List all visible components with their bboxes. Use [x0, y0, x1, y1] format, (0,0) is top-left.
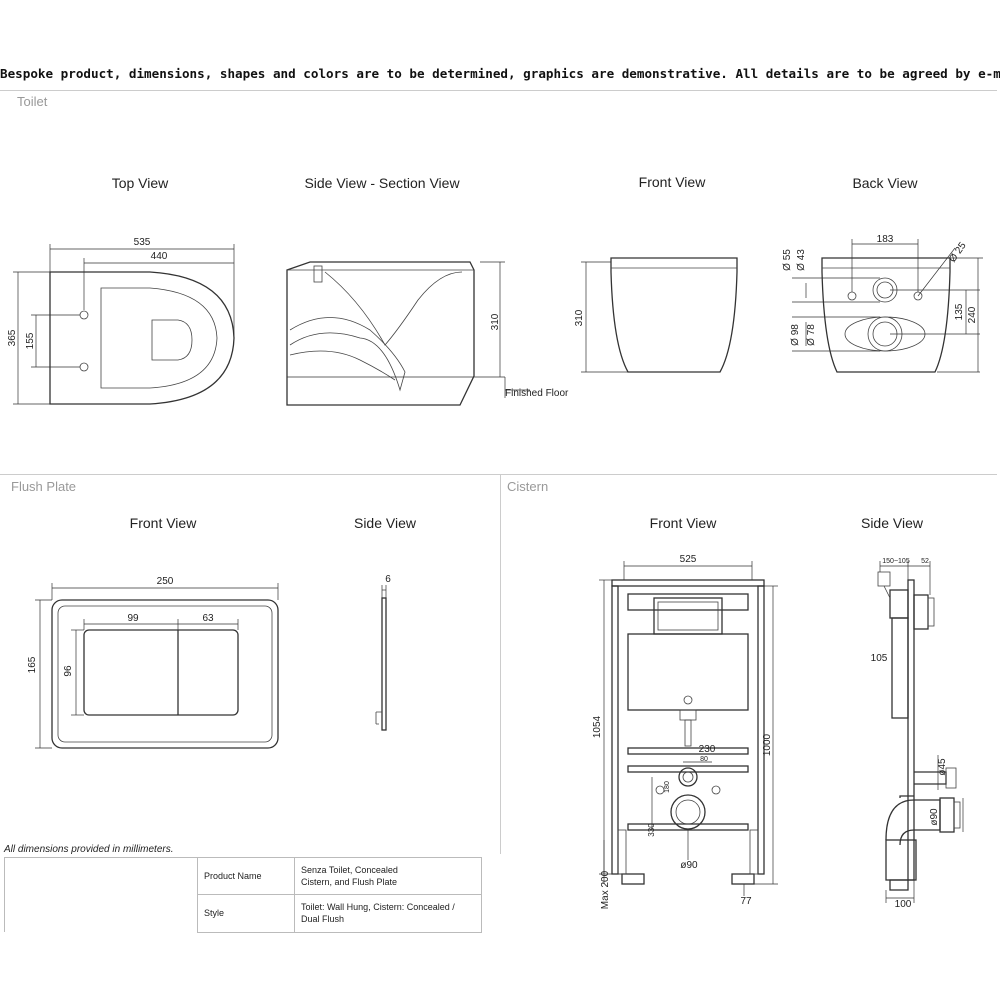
flush-plate-side-drawing [375, 585, 387, 731]
dim-back-d55: Ø 55 [782, 249, 793, 271]
dim-cistern-side-d90: ø90 [929, 808, 940, 826]
section-title-cistern: Cistern [507, 479, 549, 494]
section-title-toilet: Toilet [17, 94, 48, 109]
dim-back-240: 240 [967, 306, 978, 323]
divider-middle [0, 474, 997, 475]
dimensions-note: All dimensions provided in millimeters. [4, 844, 174, 855]
dim-cistern-1000: 1000 [762, 733, 773, 756]
dim-top-155: 155 [25, 332, 36, 349]
dim-cistern-230: 230 [699, 744, 716, 755]
dim-top-440: 440 [151, 251, 168, 262]
dim-flush-side-6: 6 [385, 574, 391, 585]
toilet-side-view-drawing [286, 261, 530, 406]
toilet-top-view-drawing [13, 244, 235, 405]
side-view-outline [286, 261, 475, 406]
spec-value-style-line2: Dual Flush [301, 914, 345, 925]
dim-back-183: 183 [877, 234, 894, 245]
top-view-seat-outline [100, 287, 218, 389]
dim-flush-250: 250 [157, 576, 174, 587]
dim-cistern-77: 77 [740, 896, 752, 907]
notice-text: Bespoke product, dimensions, shapes and … [0, 66, 1000, 81]
view-title-cistern-side: Side View [860, 515, 923, 531]
dim-cistern-side-d45: ø45 [937, 758, 948, 776]
dim-back-d43: Ø 43 [796, 249, 807, 271]
dim-top-535: 535 [134, 237, 151, 248]
dim-flush-63: 63 [202, 613, 214, 624]
top-view-bowl-outline [49, 271, 235, 405]
dim-cistern-180: 180 [664, 781, 671, 793]
dim-front-310: 310 [574, 309, 585, 326]
dim-cistern-330: 330 [647, 823, 656, 837]
dim-cistern-side-100: 100 [895, 899, 912, 910]
top-view-hole-lower [79, 362, 89, 372]
top-view-bowl-opening [151, 319, 193, 361]
divider-top [0, 90, 997, 91]
cistern-side-drawing [877, 561, 964, 903]
dim-back-d25: Ø 25 [947, 240, 969, 264]
view-title-flush-side: Side View [353, 515, 416, 531]
dim-flush-99: 99 [127, 613, 139, 624]
view-title-front: Front View [638, 174, 706, 190]
view-title-back: Back View [852, 175, 918, 191]
dim-back-d98: Ø 98 [790, 324, 801, 346]
dim-cistern-1054: 1054 [592, 715, 603, 738]
view-title-side: Side View - Section View [304, 175, 460, 191]
back-view-outline [821, 257, 951, 373]
spec-table-blank-cell [4, 857, 198, 933]
view-title-flush-front: Front View [129, 515, 197, 531]
spec-value-product-name-line1: Senza Toilet, Concealed [301, 865, 398, 875]
toilet-front-view-drawing [581, 257, 738, 373]
spec-row-style: Style Toilet: Wall Hung, Cistern: Concea… [5, 894, 482, 933]
spec-value-product-name-line2: Cistern, and Flush Plate [301, 877, 398, 888]
side-view-bowl-inner [324, 271, 463, 346]
dim-flush-96: 96 [63, 665, 74, 677]
cistern-front-drawing [599, 561, 778, 896]
dim-top-365: 365 [7, 329, 18, 346]
divider-vertical [500, 474, 501, 854]
dim-cistern-side-105: 105 [871, 653, 888, 664]
section-title-flush-plate: Flush Plate [11, 479, 77, 494]
spec-label-style: Style [197, 894, 295, 933]
finished-floor-label: Finished Floor [505, 388, 569, 399]
dim-cistern-525: 525 [680, 554, 697, 565]
spec-value-style: Toilet: Wall Hung, Cistern: Concealed /D… [294, 894, 482, 933]
dim-cistern-side-52: 52 [921, 558, 929, 565]
spec-label-product-name: Product Name [197, 856, 295, 896]
dim-cistern-side-150-105: 150~105 [882, 558, 910, 565]
dim-side-310: 310 [490, 313, 501, 330]
dim-cistern-max200: Max 200 [600, 870, 611, 909]
spec-value-style-line1: Toilet: Wall Hung, Cistern: Concealed / [301, 902, 455, 913]
dim-cistern-80: 80 [700, 756, 708, 763]
dim-cistern-d90: ø90 [680, 860, 698, 871]
dim-back-d78: Ø 78 [806, 324, 817, 346]
side-view-trap [289, 317, 406, 392]
toilet-back-view-drawing [792, 239, 983, 373]
front-view-outline [610, 257, 738, 373]
flush-plate-front-drawing [35, 583, 279, 749]
view-title-top: Top View [111, 175, 169, 191]
top-view-hole-upper [79, 310, 89, 320]
view-title-cistern-front: Front View [649, 515, 717, 531]
dim-back-135: 135 [954, 303, 965, 320]
dim-flush-165: 165 [27, 656, 38, 673]
